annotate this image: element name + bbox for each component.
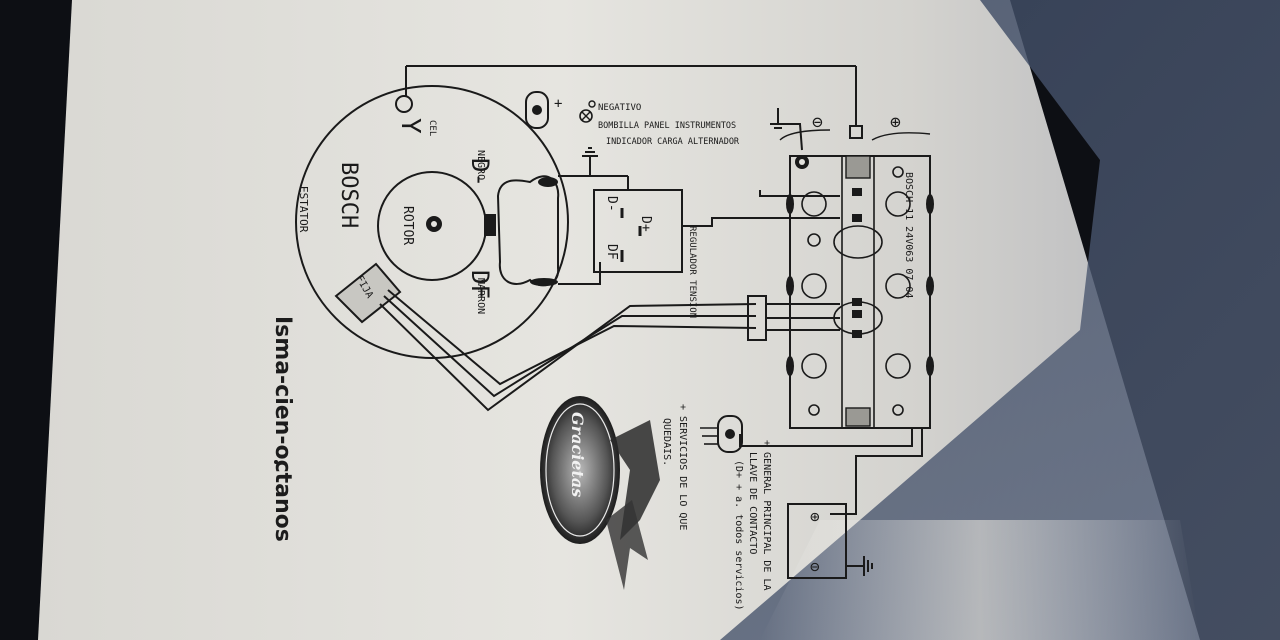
warning-lamp-label: Y: [395, 118, 425, 134]
fusebox-plus: ⊕: [890, 112, 901, 133]
rotor-label: ROTOR: [400, 206, 415, 245]
lamp-legend-line1: BOMBILLA PANEL INSTRUMENTOS: [598, 121, 736, 131]
author-signature: Isma-cien-octanos: [270, 316, 295, 542]
df-color-label: MARRON: [475, 278, 486, 314]
battery-minus: ⊖: [810, 557, 820, 576]
brush-holder: [496, 175, 560, 287]
lamp-plus-sign: +: [554, 96, 562, 112]
note-general-line3: (D+ + a. todos servicios): [733, 460, 744, 611]
rotor-brush: [484, 214, 496, 236]
lamp-negative-label: NEGATIVO: [598, 103, 641, 113]
fuse-terminals: [786, 188, 934, 376]
note-general-line2: LLAVE DE CONTACTO: [747, 452, 758, 554]
shadow-region: [720, 0, 1280, 640]
regulator-d-plus: D+: [638, 216, 653, 232]
regulator-d-minus: D-: [604, 196, 619, 212]
d-minus-label: D-: [466, 158, 494, 187]
regulator-df: DF: [604, 244, 619, 260]
alternator-circle: [295, 85, 569, 359]
note-services-line1: + SERVICIOS DE LO QUE: [677, 404, 688, 530]
svg-text:Gracietas: Gracietas: [568, 412, 587, 497]
alternator-brand: BOSCH: [336, 162, 361, 228]
top-connector: [849, 125, 863, 139]
battery-plus: ⊕: [810, 507, 820, 526]
fija-connector: [334, 262, 402, 324]
lamp-legend-line2: INDICADOR CARGA ALTERNADOR: [606, 137, 740, 147]
fusebox-minus: ⊖: [812, 112, 823, 133]
stator-label: ESTATOR: [297, 186, 310, 233]
instrument-lamp-socket: [525, 91, 549, 129]
fusebox-label: BOSCH 11 24V063 07 04: [903, 172, 914, 298]
regulator-box: [593, 189, 683, 273]
phase-wires: [379, 289, 757, 412]
cel-label: CEL: [427, 120, 437, 136]
light-glare: [760, 520, 1200, 640]
regulator-label: REGULADOR TENSION: [687, 226, 697, 318]
d-minus-color-label: NEGRO: [475, 150, 486, 180]
battery-box: [787, 503, 847, 579]
df-label: DF: [466, 270, 494, 299]
note-general-line1: + GENERAL PRINCIPAL DE LA: [761, 440, 772, 591]
ignition-key-icon: [717, 415, 743, 453]
note-services-line2: QUEDAIS.: [661, 418, 672, 466]
lamp-bulb-icon: [579, 109, 593, 123]
fusebox-hatched-top: [845, 155, 871, 179]
fusebox-hatched-bottom: [845, 407, 871, 427]
warning-lamp-icon: [395, 95, 413, 113]
brand-logo: Gracietas: [540, 396, 660, 590]
